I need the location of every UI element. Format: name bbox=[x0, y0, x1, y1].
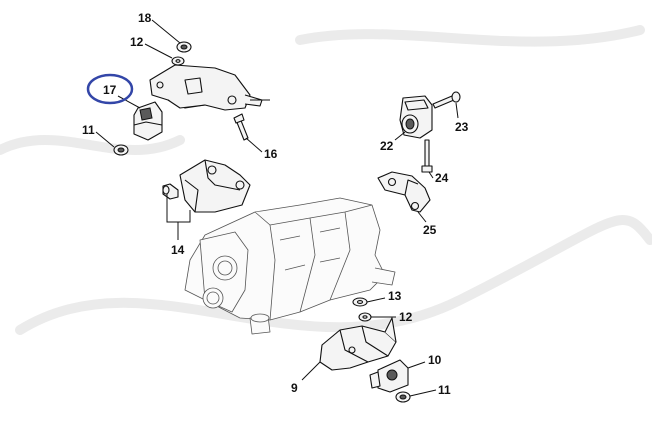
callout-13: 13 bbox=[388, 289, 402, 303]
nut-11-bottom bbox=[395, 391, 411, 403]
washer-13 bbox=[352, 297, 368, 307]
callout-12-top: 12 bbox=[130, 35, 144, 49]
callout-22: 22 bbox=[380, 139, 394, 153]
leader-lines bbox=[95, 19, 459, 397]
background-texture bbox=[0, 25, 652, 335]
callout-24: 24 bbox=[435, 171, 449, 185]
callout-11-top: 11 bbox=[82, 123, 95, 137]
callout-11-bottom: 11 bbox=[438, 383, 451, 397]
callout-labels: 18 12 17 11 16 14 22 23 24 25 13 12 10 9… bbox=[82, 11, 469, 397]
callout-25: 25 bbox=[423, 223, 437, 237]
bolt-23 bbox=[432, 91, 461, 109]
bolt-16 bbox=[233, 113, 249, 141]
callout-16: 16 bbox=[264, 147, 278, 161]
nut-18-top bbox=[176, 41, 192, 53]
engine-block bbox=[184, 197, 396, 335]
washer-12-top bbox=[171, 56, 185, 66]
callout-10: 10 bbox=[428, 353, 442, 367]
top-mount-bracket bbox=[149, 64, 270, 111]
bracket-25 bbox=[377, 171, 431, 213]
callout-9: 9 bbox=[291, 381, 298, 395]
bolt-24 bbox=[421, 139, 433, 173]
callout-12-bottom: 12 bbox=[399, 310, 413, 324]
callout-17: 17 bbox=[103, 83, 117, 97]
callout-18: 18 bbox=[138, 11, 152, 25]
callout-14: 14 bbox=[171, 243, 185, 257]
callout-23: 23 bbox=[455, 120, 469, 134]
bracket-14 bbox=[162, 159, 251, 213]
mount-22 bbox=[399, 95, 433, 139]
highlight-circle bbox=[86, 73, 134, 105]
bracket-9 bbox=[319, 317, 397, 371]
engine-mount-17 bbox=[133, 101, 163, 141]
engine-mount-10 bbox=[369, 359, 409, 393]
washer-12-bottom bbox=[358, 312, 372, 322]
nut-11-top bbox=[113, 144, 129, 156]
